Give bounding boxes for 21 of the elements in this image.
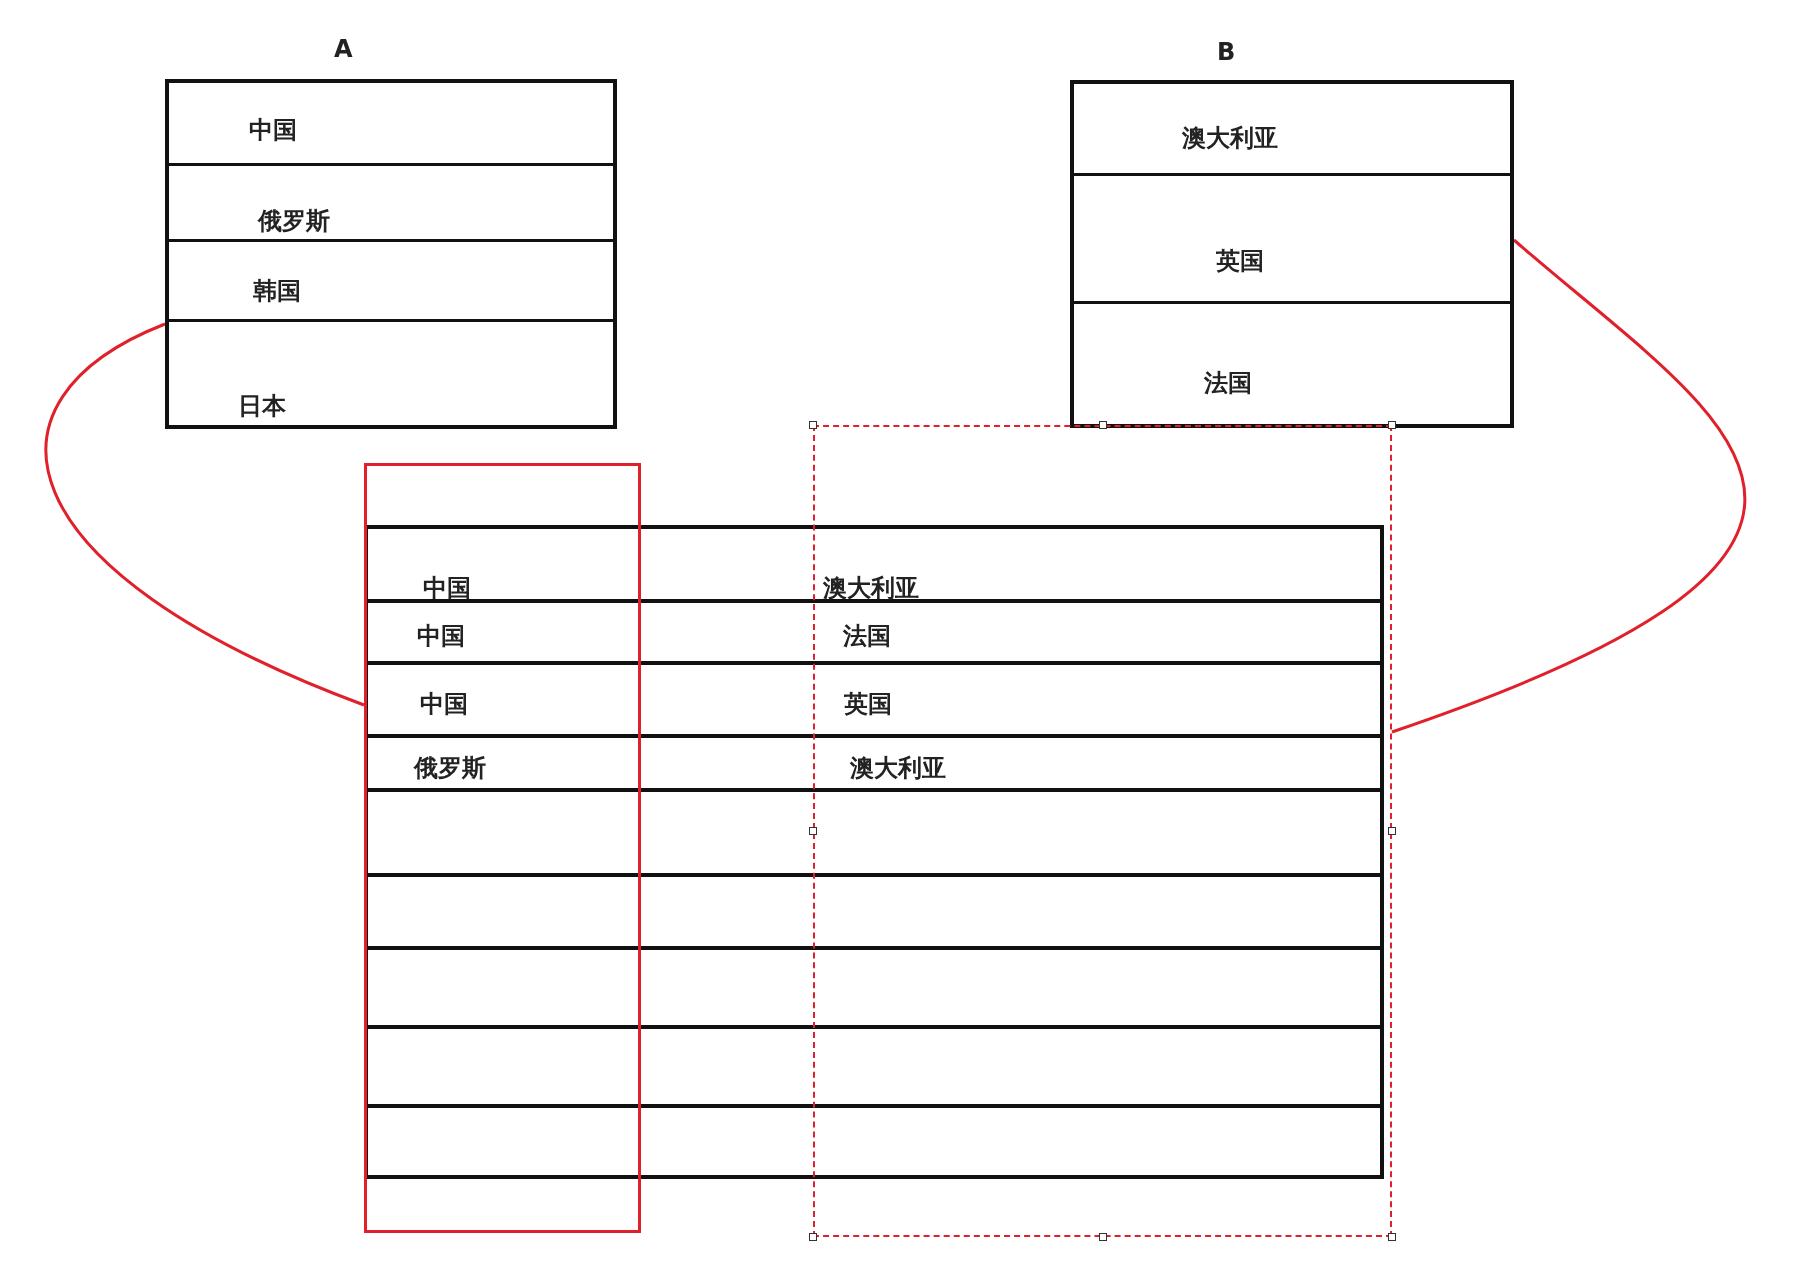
table-row: 中国 [169,83,613,166]
cell-text: 澳大利亚 [850,753,946,783]
table-row: 韩国 [169,242,613,322]
column-highlight-box [364,463,641,1233]
connector-curve [44,322,365,707]
cell-text: 中国 [420,689,468,719]
table-row: 英国 [1074,176,1510,304]
table-row: 日本 [169,322,613,425]
cell-text: 澳大利亚 [823,573,919,603]
cell-text: 中国 [417,621,465,651]
connector-curve [1391,238,1745,734]
table-row: 澳大利亚 [1074,84,1510,176]
table-row: 法国 [1074,304,1510,424]
cell-text: 英国 [844,689,892,719]
cell-text: 俄罗斯 [414,753,486,783]
table-row: 俄罗斯 [169,166,613,242]
table-title: B [1217,38,1236,66]
cell-text: 中国 [423,573,471,603]
cell-text: 法国 [843,621,891,651]
table-title: A [334,35,353,63]
table-box [364,525,1384,1179]
